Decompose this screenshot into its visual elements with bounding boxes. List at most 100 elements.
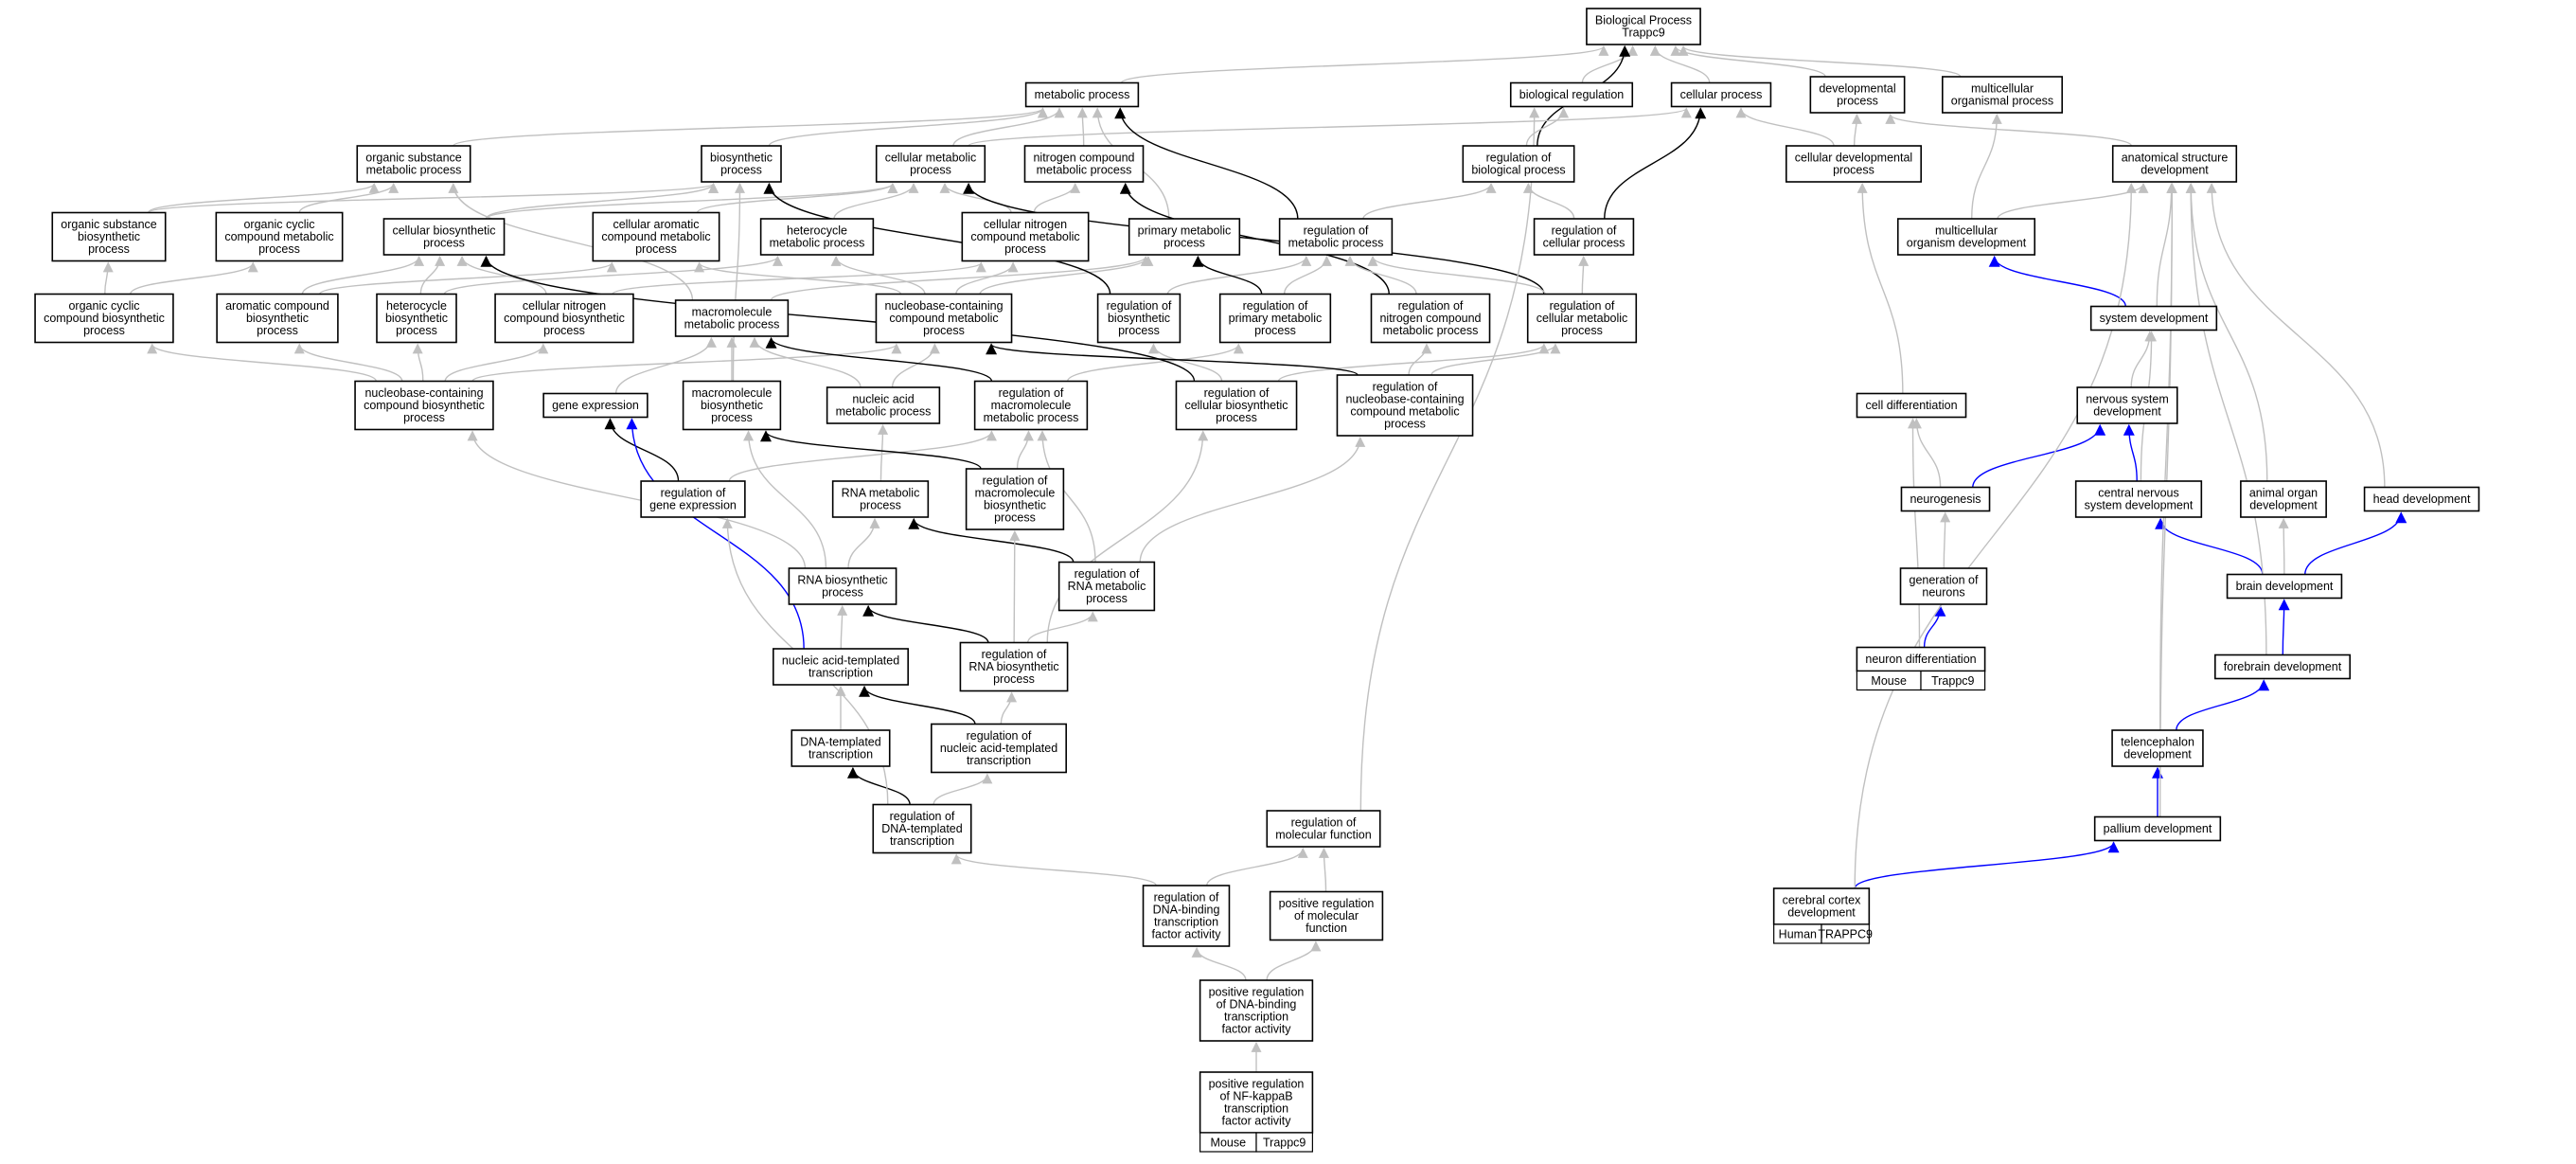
edge-is-a [471, 343, 902, 383]
badge-species-label: Human [1779, 928, 1817, 941]
edge-is-a [833, 182, 919, 220]
graph-edge [1120, 45, 1609, 84]
graph-edge [768, 107, 1048, 147]
go-term-node-biological-regulation[interactable]: biological regulation [1509, 81, 1634, 108]
node-box [1278, 218, 1394, 256]
go-term-node-head-development[interactable]: head development [2363, 486, 2480, 512]
go-term-node-gene-expression[interactable]: gene expression [542, 392, 648, 419]
go-term-node-cell-differentiation[interactable]: cell differentiation [1856, 392, 1967, 419]
edge-is-a [102, 261, 114, 295]
go-term-node-cellular-process[interactable]: cellular process [1670, 81, 1772, 108]
graph-edge [952, 107, 1065, 147]
node-box [2111, 145, 2238, 183]
node-box [1024, 81, 1140, 108]
node-label-line: generation of [1910, 574, 1980, 587]
go-term-node-forebrain-development[interactable]: forebrain development [2214, 654, 2351, 680]
graph-edge [1678, 45, 1962, 78]
go-term-node-regulation-of-nucleobase-compound-metabolic[interactable]: regulation ofnucleobase-containingcompou… [1336, 374, 1474, 437]
graph-edge [480, 255, 1196, 382]
node-label-line: biological process [1471, 164, 1565, 177]
node-label-line: multicellular [1935, 224, 1998, 238]
node-box [1175, 380, 1298, 431]
edge-is-a [453, 107, 1048, 147]
graph-edge [1908, 418, 1921, 648]
graph-edge [1578, 255, 1590, 295]
node-box [1096, 293, 1181, 344]
go-term-node-system-development[interactable]: system development [2089, 305, 2218, 331]
node-label-line: developmental [1819, 82, 1895, 96]
node-label-line: metabolic process [1383, 324, 1479, 337]
graph-edge [950, 853, 1157, 886]
go-term-node-pallium-development[interactable]: pallium development [2093, 815, 2222, 842]
edge-is-a [979, 255, 1154, 295]
graph-edge [1851, 113, 1862, 147]
go-term-node-regulation-of-macromolecule-biosynthetic[interactable]: regulation ofmacromoleculebiosyntheticpr… [965, 468, 1065, 530]
go-term-node-metabolic-process[interactable]: metabolic process [1024, 81, 1140, 108]
node-label-line: process [88, 242, 130, 256]
go-term-node-regulation-of-dna-binding-tf-activity[interactable]: regulation ofDNA-bindingtranscriptionfac… [1142, 885, 1231, 947]
graph-edge [979, 255, 1154, 295]
node-label-line: nucleobase-containing [884, 299, 1003, 313]
go-term-node-neurogenesis[interactable]: neurogenesis [1900, 486, 1991, 512]
edge-is-a [1971, 113, 2002, 220]
edge-is-a [1525, 107, 1570, 147]
go-term-node-brain-development[interactable]: brain development [2226, 573, 2343, 600]
node-label-line: metabolic process [1037, 164, 1132, 177]
